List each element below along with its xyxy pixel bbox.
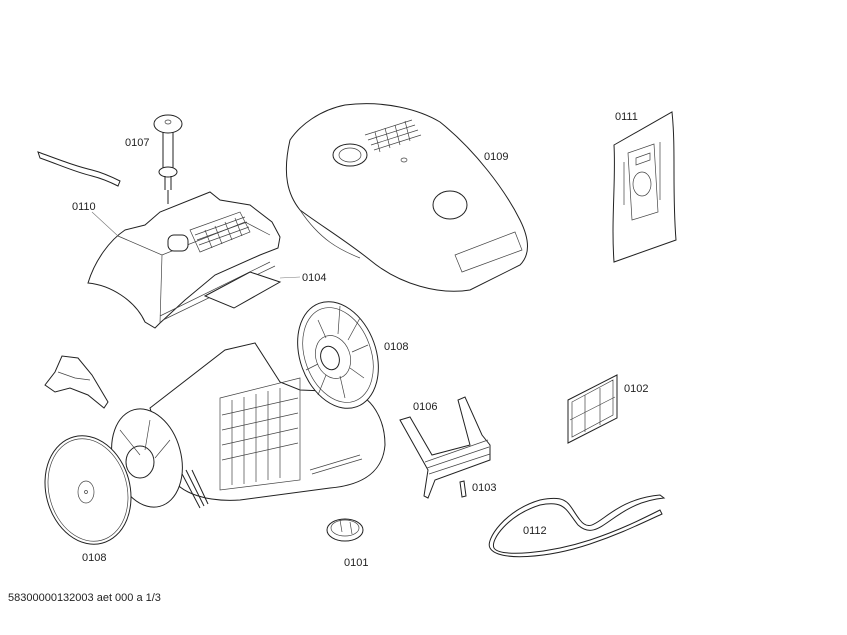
- label-0112: 0112: [523, 525, 547, 537]
- label-0107: 0107: [125, 137, 149, 149]
- part-0101-ring[interactable]: [326, 518, 364, 542]
- part-0103-clip[interactable]: [459, 480, 467, 498]
- part-0102-filter-grille[interactable]: [567, 374, 618, 444]
- label-0103: 0103: [472, 482, 496, 494]
- hose-bracket[interactable]: [44, 355, 109, 409]
- part-0104-filter-pad[interactable]: [203, 271, 282, 309]
- part-0109-top-cover[interactable]: [285, 103, 528, 292]
- part-0107-plug[interactable]: [153, 114, 183, 204]
- part-0106-holder[interactable]: [399, 396, 491, 499]
- label-0104: 0104: [302, 272, 326, 284]
- label-0102: 0102: [624, 383, 648, 395]
- part-0112-seal[interactable]: [488, 494, 666, 558]
- part-main-body[interactable]: [149, 342, 386, 509]
- label-0101: 0101: [344, 557, 368, 569]
- part-0110-filter-housing[interactable]: [87, 191, 281, 329]
- gasket-strip[interactable]: [37, 151, 121, 187]
- label-0108-upper: 0108: [384, 341, 408, 353]
- label-0110: 0110: [72, 201, 96, 213]
- part-0111-dust-bag[interactable]: [612, 111, 677, 263]
- drawing-number: 58300000132003 aet 000 a 1/3: [8, 592, 161, 604]
- part-0108-wheel-lower[interactable]: [33, 426, 143, 554]
- part-0108-wheel-upper[interactable]: [283, 290, 392, 419]
- label-0108-lower: 0108: [82, 552, 106, 564]
- label-0109: 0109: [484, 151, 508, 163]
- label-0111: 0111: [615, 111, 638, 123]
- label-0106: 0106: [413, 401, 437, 413]
